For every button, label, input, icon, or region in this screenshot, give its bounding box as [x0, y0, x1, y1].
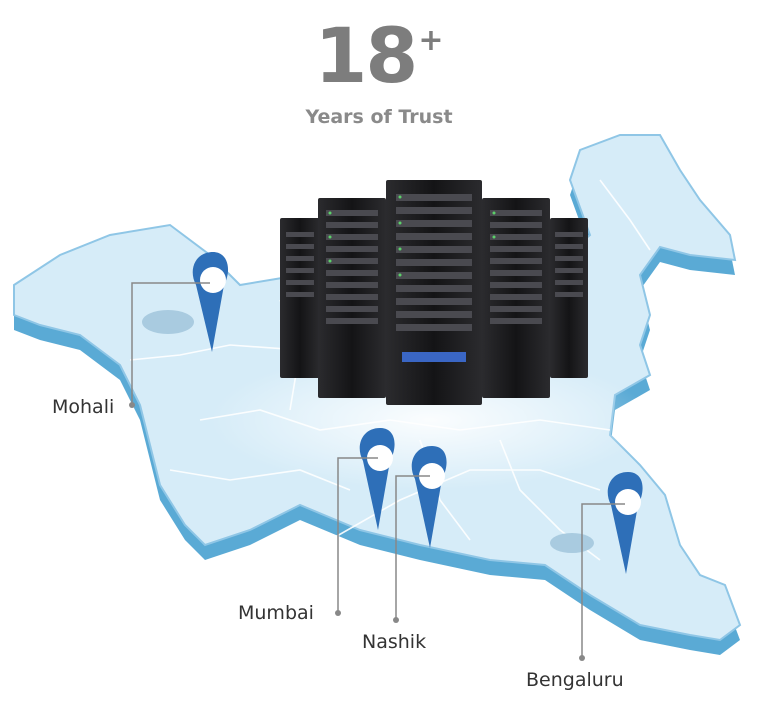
- location-pin-icon: [359, 428, 395, 530]
- location-label-bengaluru: Bengaluru: [526, 669, 624, 691]
- years-stat-label: Years of Trust: [305, 106, 453, 128]
- location-label-nashik: Nashik: [362, 631, 427, 653]
- years-plus: +: [418, 23, 444, 58]
- leader-lines: [131, 282, 625, 657]
- location-pin-icon: [142, 252, 229, 352]
- location-pin-icon: [411, 446, 447, 548]
- location-pin-icon: [550, 472, 643, 574]
- location-label-mohali: Mohali: [52, 396, 115, 418]
- server-rack-icon: [280, 180, 588, 405]
- years-number: 18: [314, 11, 419, 100]
- location-label-mumbai: Mumbai: [238, 602, 314, 624]
- years-stat-number: 18+: [0, 18, 758, 94]
